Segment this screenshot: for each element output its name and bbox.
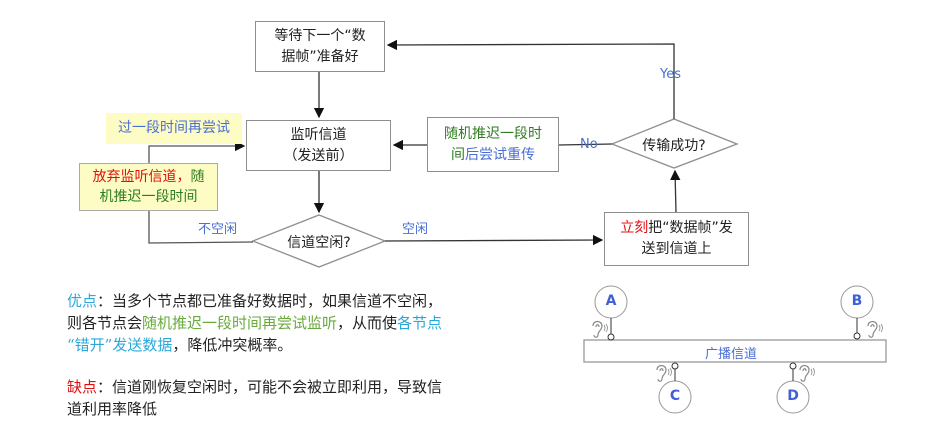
pros-paragraph: 优点：当多个节点都已准备好数据时，如果信道不空闲， 则各节点会随机推迟一段时间再…: [67, 292, 443, 354]
cons-text-2: 道利用率降低: [67, 400, 158, 418]
backoff-line1: 随机推迟一段时: [444, 125, 542, 142]
listen-channel-line2: （发送前）: [283, 147, 354, 164]
ear-icon: [867, 320, 883, 338]
ear-icon: [592, 320, 608, 338]
arrow-send-to-success: [670, 169, 681, 213]
success-decision-label: 传输成功?: [642, 138, 706, 154]
pros-green-highlight: 随机推迟一段时间再尝试监听: [142, 314, 338, 332]
node-d-label: D: [787, 388, 799, 404]
success-decision-diamond: [610, 118, 739, 169]
cons-paragraph: 缺点：信道刚恢复空闲时，可能不会被立即利用，导致信 道利用率降低: [67, 376, 537, 420]
pros-text-1: 当多个节点都已准备好数据时，如果信道不空闲，: [112, 292, 443, 310]
retry-later-note: 过一段时间再尝试: [106, 113, 242, 144]
send-frame-box: 立刻把“数据帧”发 送到信道上: [604, 212, 749, 266]
listen-channel-line1: 监听信道: [290, 126, 347, 143]
arrow-idle-to-send: [384, 234, 604, 246]
wait-frame-line1: 等待下一个“数: [274, 27, 366, 44]
give-up-line2: 机推迟一段时间: [99, 189, 198, 205]
no-label: No: [580, 137, 598, 152]
listen-channel-box: 监听信道 （发送前）: [246, 120, 391, 171]
broadcast-channel-bar: [583, 339, 887, 363]
wait-frame-box: 等待下一个“数 据帧”准备好: [255, 21, 385, 72]
ear-icon: [799, 364, 815, 382]
yes-label: Yes: [660, 67, 681, 82]
pros-cyan-highlight-2: “错开”发送数据: [67, 336, 173, 354]
broadcast-channel-label: 广播信道: [705, 347, 758, 362]
cons-label: 缺点: [67, 378, 98, 396]
pros-label: 优点: [67, 292, 98, 310]
arrow-yes-loop: [386, 39, 675, 119]
pros-text-3: ，从而使: [337, 314, 398, 332]
pros-text-2: 则各节点会: [67, 314, 143, 332]
line-no-to-backoff: [558, 143, 613, 146]
pros-text-4: ，降低冲突概率。: [172, 336, 293, 354]
send-frame-line2: 送到信道上: [641, 241, 712, 257]
give-up-red-text: 放弃监听信道，: [92, 169, 191, 185]
send-frame-line1: 把“数据帧”发: [648, 220, 733, 236]
node-c-label: C: [669, 388, 681, 404]
ear-icon: [656, 364, 672, 382]
cons-text-1: 信道刚恢复空闲时，可能不会被立即利用，导致信: [112, 378, 443, 396]
not-idle-label: 不空闲: [198, 222, 238, 237]
node-a-label: A: [605, 293, 617, 309]
idle-decision-diamond: [251, 214, 387, 268]
give-up-green-tail: 随: [190, 169, 205, 185]
give-up-listen-note: 放弃监听信道，随 机推迟一段时间: [79, 163, 218, 211]
backoff-retransmit-box: 随机推迟一段时 间后尝试重传: [427, 117, 559, 172]
idle-decision-label: 信道空闲?: [287, 235, 351, 251]
wait-frame-line2: 据帧”准备好: [281, 48, 359, 65]
pros-cyan-highlight-1: 各节点: [397, 314, 443, 332]
send-immediately-highlight: 立刻: [620, 220, 649, 236]
node-b-label: B: [851, 293, 863, 309]
idle-label: 空闲: [402, 222, 429, 237]
backoff-line2-prefix: 间: [451, 146, 465, 163]
backoff-line2-suffix: 后尝试重传: [465, 146, 535, 163]
